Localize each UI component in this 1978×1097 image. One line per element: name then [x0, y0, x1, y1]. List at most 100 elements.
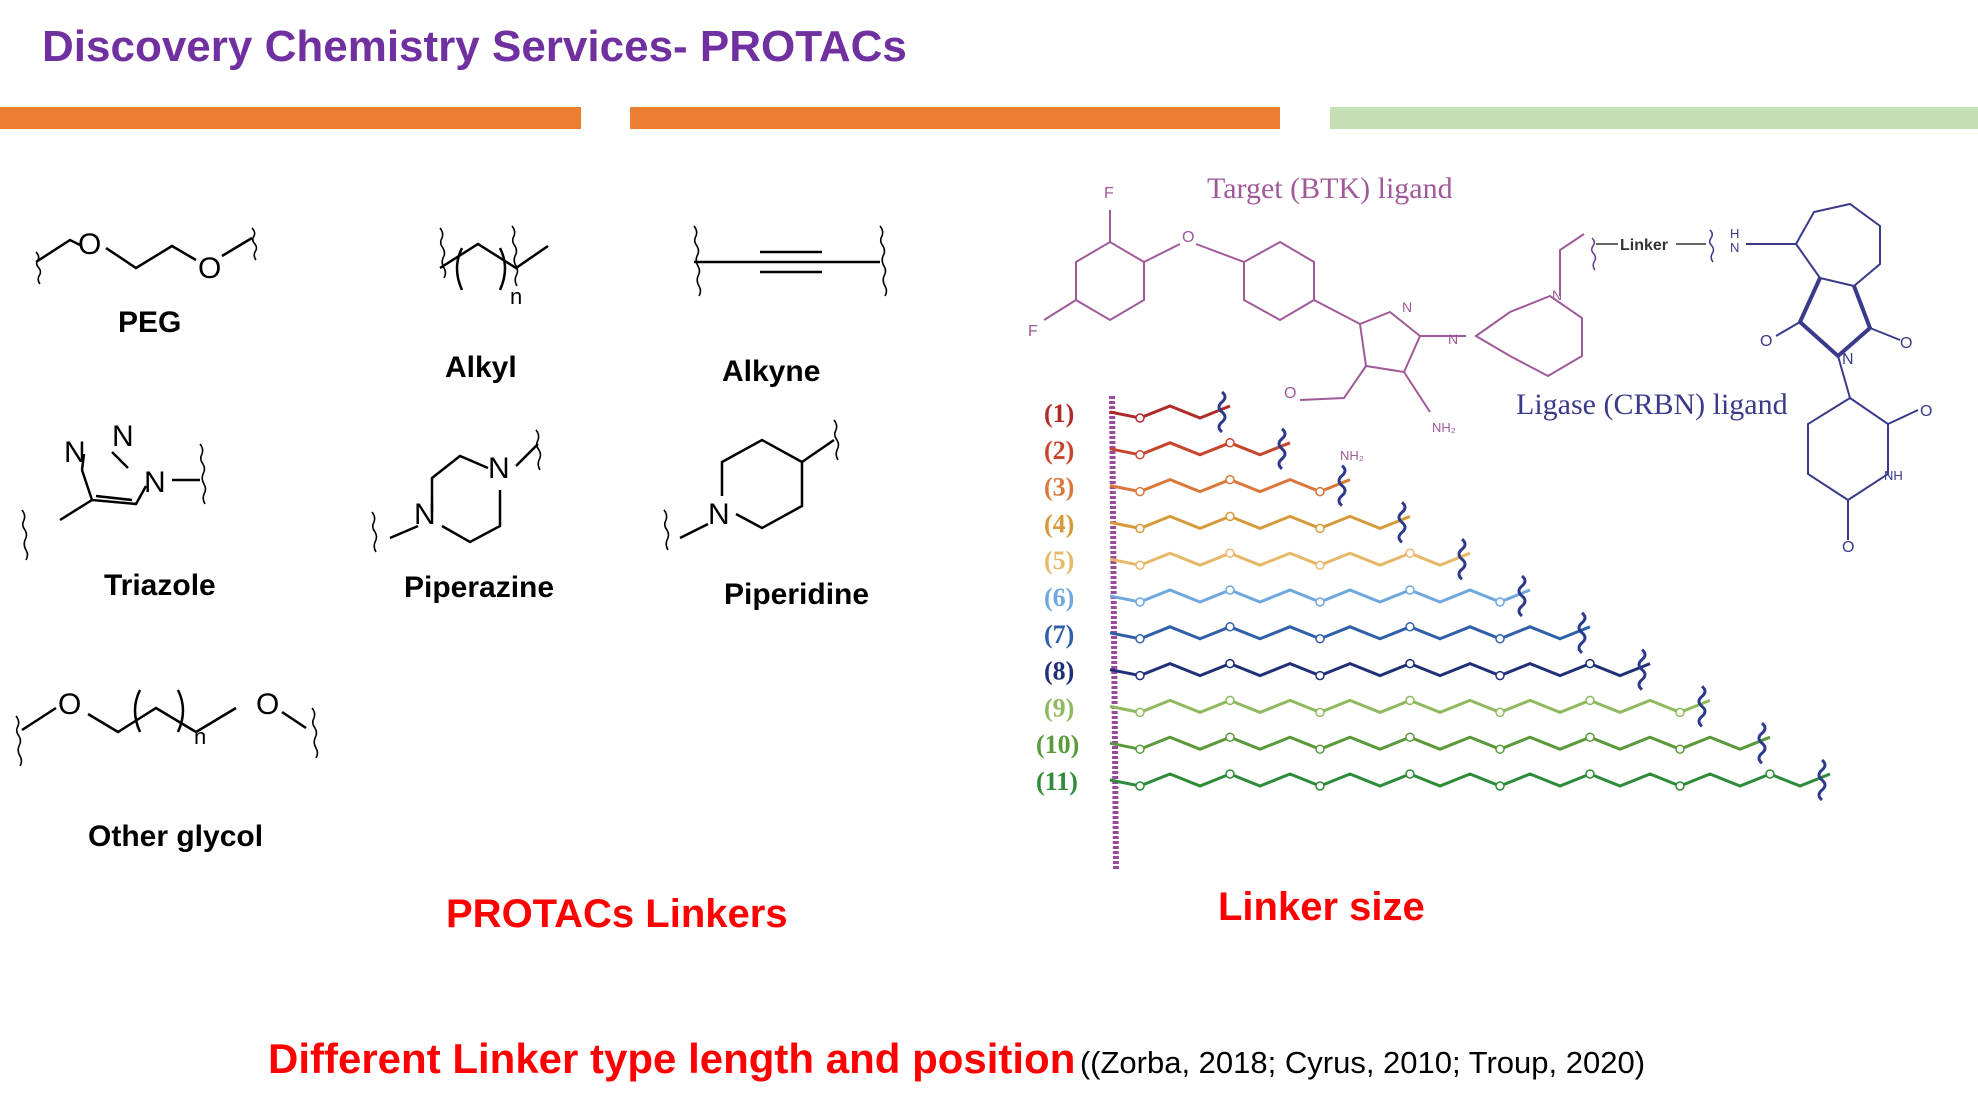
linker-chain-7-oxygen	[1405, 622, 1415, 632]
target-atom-f1: F	[1104, 185, 1114, 202]
linker-chain-1	[1109, 404, 1231, 420]
linker-chain-8-oxygen	[1135, 670, 1145, 681]
target-atom-o2: O	[1284, 385, 1296, 402]
linker-chain-4-oxygen	[1225, 511, 1235, 522]
header-bar-orange-middle	[630, 107, 1280, 129]
linker-chain-3-oxygen	[1315, 486, 1325, 497]
target-atom-n1: N	[1402, 299, 1412, 315]
linker-chain-10-oxygen	[1405, 732, 1415, 742]
linker-chain-8-oxygen	[1585, 658, 1595, 669]
linker-chain-9-oxygen	[1675, 707, 1685, 718]
linker-chain-10-oxygen	[1675, 744, 1685, 754]
piperidine-structure	[663, 419, 840, 551]
btk-ligand-structure	[1043, 210, 1585, 413]
target-atom-nh2-2: NH₂	[1432, 420, 1456, 435]
piperidine-label: Piperidine	[724, 578, 869, 611]
linker-chain-6-oxygen	[1225, 585, 1235, 595]
header-bar-orange-left	[0, 107, 581, 129]
linker-chain-10-oxygen	[1225, 732, 1235, 742]
linker-chain-9-oxygen	[1225, 695, 1235, 706]
linker-chain-4	[1109, 514, 1411, 531]
piperazine-structure	[371, 429, 542, 553]
linker-chain-11-end-mark	[1817, 758, 1827, 802]
alkyl-label: Alkyl	[445, 351, 517, 384]
triazole-structure	[21, 443, 207, 561]
target-atom-n2: N	[1448, 331, 1458, 347]
linker-chain-11-oxygen	[1675, 781, 1685, 791]
linker-chain-8-oxygen	[1495, 670, 1505, 681]
linker-chain-1-oxygen	[1135, 413, 1145, 423]
linker-chain-4-oxygen	[1315, 523, 1325, 534]
linker-chain-6-oxygen	[1315, 597, 1325, 607]
linker-index-label-7: (7)	[1044, 620, 1074, 649]
target-atom-nh2-1: NH₂	[1340, 448, 1364, 463]
linker-chain-5-oxygen	[1135, 560, 1145, 570]
linker-chain-11-oxygen	[1315, 781, 1325, 791]
linker-index-label-1: (1)	[1044, 399, 1074, 428]
linker-tag-connector	[1590, 229, 1715, 271]
linker-chain-10-oxygen	[1495, 744, 1505, 754]
linker-chain-6-end-mark	[1517, 574, 1527, 618]
footer: Different Linker type length and positio…	[268, 1035, 1645, 1083]
linker-chain-8-oxygen	[1405, 658, 1415, 669]
linker-chain-2-oxygen	[1225, 438, 1235, 448]
piperazine-n1: N	[414, 498, 436, 531]
linker-chain-9-oxygen	[1495, 707, 1505, 718]
linker-chain-6-oxygen	[1495, 597, 1505, 607]
linker-index-label-10: (10)	[1036, 730, 1079, 759]
linker-chain-5	[1109, 551, 1471, 567]
linker-index-label-4: (4)	[1044, 509, 1074, 538]
peg-label: PEG	[118, 306, 181, 339]
glycol-subscript: n	[194, 724, 206, 749]
linker-chain-5-oxygen	[1225, 548, 1235, 558]
header-bar-green-right	[1330, 107, 1978, 129]
page-title: Discovery Chemistry Services- PROTACs	[42, 22, 907, 71]
linker-chain-7-end-mark	[1577, 611, 1587, 654]
target-atom-n3: N	[1552, 287, 1562, 303]
ligase-atom-n1: N	[1730, 240, 1739, 255]
piperazine-label: Piperazine	[404, 571, 554, 604]
linker-chain-8	[1109, 661, 1651, 678]
ligase-atom-o2: O	[1900, 335, 1912, 352]
linker-chain-10	[1109, 735, 1771, 751]
glycol-o2: O	[256, 688, 279, 721]
linker-chain-3-end-mark	[1337, 464, 1347, 507]
ligase-atom-nh: NH	[1884, 468, 1903, 483]
linker-chain-8-end-mark	[1637, 648, 1647, 691]
other-glycol-structure	[15, 689, 319, 767]
linker-chain-9-end-mark	[1697, 685, 1707, 728]
linker-chain-4-end-mark	[1397, 501, 1407, 544]
linker-chain-11-oxygen	[1585, 769, 1595, 779]
linker-chain-11	[1109, 772, 1831, 788]
linker-index-label-6: (6)	[1044, 583, 1074, 612]
linker-chain-3-oxygen	[1225, 474, 1235, 485]
ligase-atom-h: H	[1730, 226, 1739, 241]
linker-chain-2-oxygen	[1135, 450, 1145, 460]
peg-structure	[35, 227, 258, 285]
triazole-n3: N	[144, 466, 166, 499]
linker-chain-11-oxygen	[1135, 781, 1145, 791]
linker-index-label-9: (9)	[1044, 693, 1074, 722]
ligase-atom-o3: O	[1920, 403, 1932, 420]
linker-chain-9-oxygen	[1585, 695, 1595, 706]
linker-chain-10-end-mark	[1757, 722, 1767, 765]
linker-chain-7-oxygen	[1225, 622, 1235, 632]
linker-chain-2-end-mark	[1277, 427, 1287, 470]
linker-chain-7-oxygen	[1135, 634, 1145, 644]
target-atom-o1: O	[1182, 229, 1194, 246]
protacs-linkers-caption: PROTACs Linkers	[446, 892, 788, 936]
linker-chain-10-oxygen	[1135, 744, 1145, 754]
linker-chain-5-oxygen	[1315, 560, 1325, 570]
linker-chain-9-oxygen	[1405, 695, 1415, 706]
linker-chain-10-oxygen	[1315, 744, 1325, 754]
other-glycol-label: Other glycol	[88, 820, 263, 853]
linker-size-ladder: (1)(2)(3)(4)(5)(6)(7)(8)(9)(10)(11)	[1036, 390, 1831, 871]
linker-chain-7-oxygen	[1495, 634, 1505, 644]
linker-chain-11-oxygen	[1765, 769, 1775, 779]
linker-chain-11-oxygen	[1225, 769, 1235, 779]
ligase-atom-o1: O	[1760, 333, 1772, 350]
footer-references: ((Zorba, 2018; Cyrus, 2010; Troup, 2020)	[1079, 1045, 1646, 1080]
linker-chain-4-oxygen	[1135, 523, 1145, 534]
ligase-atom-n2: N	[1842, 351, 1854, 368]
linker-chain-10-oxygen	[1585, 732, 1595, 742]
